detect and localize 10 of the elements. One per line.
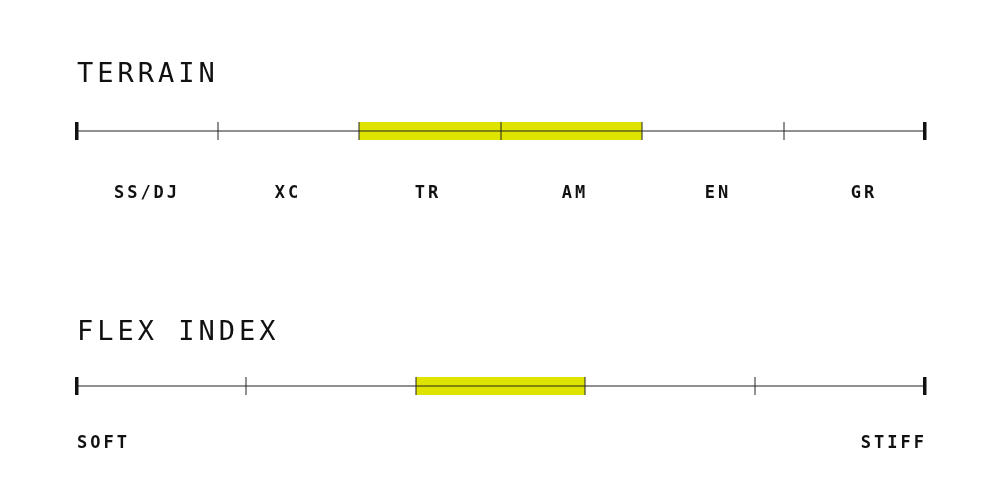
scale-heading: TERRAIN <box>77 58 219 86</box>
scale-label: EN <box>704 183 732 201</box>
scale-label: XC <box>274 183 302 201</box>
scale-label: SS/DJ <box>113 183 181 201</box>
scale-label: TR <box>414 183 442 201</box>
scale-label: STIFF <box>860 433 927 451</box>
scale-label: AM <box>561 183 589 201</box>
scale-label: SOFT <box>77 433 130 451</box>
scale-heading: FLEX INDEX <box>77 316 280 344</box>
scale-label: GR <box>850 183 878 201</box>
